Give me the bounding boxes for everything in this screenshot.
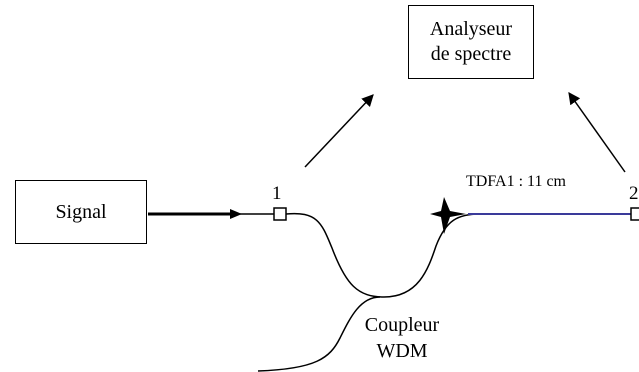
coupler-label-line2: WDM — [376, 340, 428, 362]
signal-box-label: Signal — [55, 200, 107, 223]
arrow-port2-to-analyser — [568, 92, 626, 173]
spectrum-analyser-box: Analyseur de spectre — [408, 5, 534, 79]
coupler-label-line1: Coupleur — [364, 314, 440, 336]
analyser-label-line2: de spectre — [430, 43, 512, 65]
port2-connector — [630, 207, 639, 221]
signal-source-box: Signal — [15, 180, 147, 244]
fiber-port1-to-coupler — [285, 212, 385, 298]
port1-connector — [273, 207, 287, 221]
signal-input-arrowhead — [230, 209, 242, 219]
arrow-port1-to-analyser — [304, 94, 374, 168]
tdfa-fiber-label: TDFA1 : 11 cm — [466, 173, 566, 190]
port1-label: 1 — [272, 183, 282, 204]
fiber-coupler-input — [257, 296, 381, 372]
analyser-label-line1: Analyseur — [429, 18, 513, 40]
splice-star-icon — [430, 197, 466, 234]
coupler-label: Coupleur WDM — [360, 312, 444, 364]
port2-label: 2 — [629, 183, 639, 204]
fiber-coupler-to-splice — [383, 213, 481, 298]
